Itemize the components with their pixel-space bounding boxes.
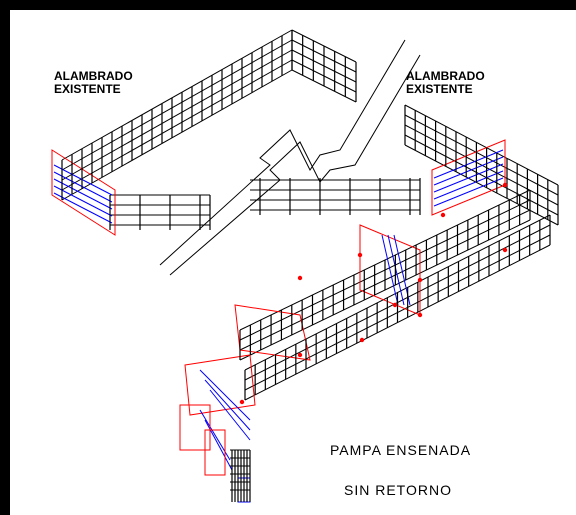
title-line2: SIN RETORNO (344, 482, 452, 498)
post-marker (417, 277, 423, 283)
fence-middle (250, 179, 420, 211)
label-existing-fence-left-line2: EXISTENTE (54, 82, 121, 96)
label-existing-fence-left-line1: ALAMBRADO (54, 69, 133, 83)
fence-posts (61, 30, 559, 502)
post-marker (357, 252, 363, 258)
fence-rails-left-long (61, 29, 293, 201)
gate-middle (359, 224, 421, 316)
drawing-canvas: ALAMBRADO EXISTENTE ALAMBRADO EXISTENTE … (10, 10, 576, 515)
post-marker (239, 399, 245, 405)
post-marker (392, 302, 398, 308)
gate-left (51, 149, 116, 236)
corral-isometric-drawing (51, 29, 559, 503)
label-existing-fence-right-line2: EXISTENTE (406, 82, 473, 96)
post-marker (440, 212, 446, 218)
post-markers (239, 182, 508, 405)
post-marker (502, 182, 508, 188)
post-marker (359, 337, 365, 343)
fence-rails-left-front (110, 194, 210, 226)
chute-fences (239, 189, 551, 401)
gate-pen (184, 304, 311, 416)
post-marker (297, 352, 303, 358)
post-marker (502, 247, 508, 253)
existing-fence-left (61, 29, 357, 226)
crush-chute (179, 369, 251, 503)
label-existing-fence-right-line1: ALAMBRADO (406, 69, 485, 83)
post-marker (297, 275, 303, 281)
existing-fence-right (404, 104, 559, 226)
title-line1: PAMPA ENSENADA (330, 442, 472, 458)
post-marker (417, 312, 423, 318)
break-lines (159, 39, 421, 276)
